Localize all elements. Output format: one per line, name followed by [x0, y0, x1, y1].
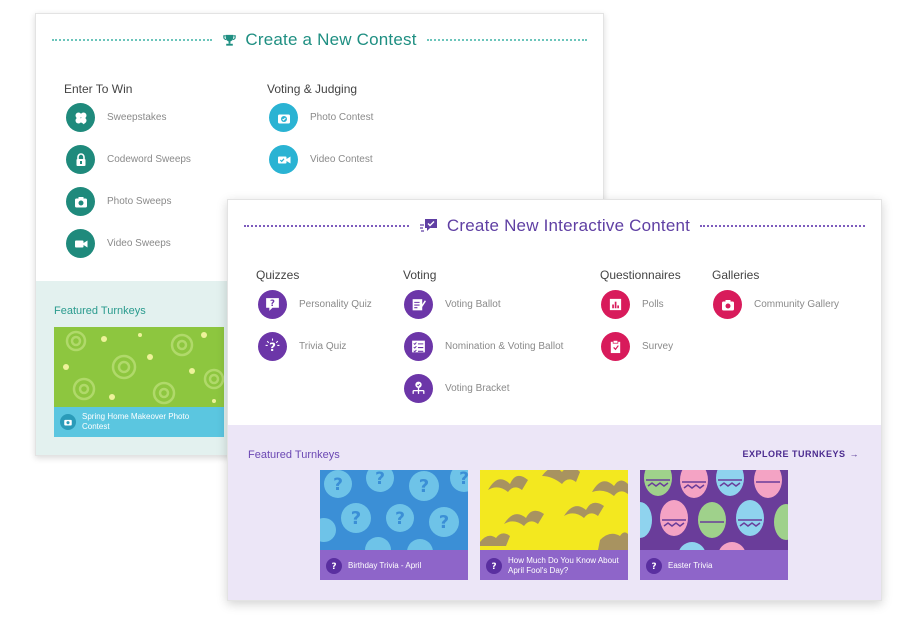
- turnkey-title: Easter Trivia: [668, 560, 713, 570]
- contest-option-video-sweeps[interactable]: Video Sweeps: [66, 229, 171, 258]
- clipboard-icon: [601, 332, 630, 361]
- contest-option-video-contest[interactable]: Video Contest: [269, 145, 373, 174]
- turnkey-caption: ? Easter Trivia: [640, 550, 788, 580]
- contest-card-header: Create a New Contest: [52, 30, 587, 50]
- interactive-card-title-text: Create New Interactive Content: [446, 216, 691, 235]
- trophy-icon: [223, 34, 237, 46]
- camera-icon: [66, 187, 95, 216]
- divider-left: [244, 225, 409, 227]
- contest-option-sweepstakes[interactable]: Sweepstakes: [66, 103, 166, 132]
- content-option-label: Nomination & Voting Ballot: [445, 341, 564, 352]
- column-heading-galleries: Galleries: [712, 268, 760, 282]
- ballot-icon: [404, 290, 433, 319]
- content-option-community-gallery[interactable]: Community Gallery: [713, 290, 839, 319]
- content-option-survey[interactable]: Survey: [601, 332, 673, 361]
- divider-right: [700, 225, 866, 227]
- camera-icon: [713, 290, 742, 319]
- content-option-nomination-voting-ballot[interactable]: Nomination & Voting Ballot: [404, 332, 563, 361]
- arrow-right-icon: →: [849, 449, 859, 459]
- turnkey-title: How Much Do You Know About April Fool's …: [508, 555, 619, 575]
- column-heading-voting-judging: Voting & Judging: [267, 82, 358, 96]
- column-heading-voting: Voting: [403, 268, 437, 282]
- turnkey-card-april-fools[interactable]: ? How Much Do You Know About April Fool'…: [480, 470, 628, 580]
- clover-icon: [66, 103, 95, 132]
- content-option-trivia-quiz[interactable]: ? Trivia Quiz: [258, 332, 346, 361]
- svg-text:?: ?: [419, 476, 429, 497]
- camera-icon: [60, 414, 76, 430]
- explore-turnkeys-label: EXPLORE TURNKEYS: [742, 449, 846, 459]
- question-icon: ?: [326, 557, 342, 574]
- turnkey-pattern-image: [54, 327, 224, 407]
- question-bubble-icon: ?: [258, 290, 287, 319]
- svg-text:?: ?: [375, 470, 385, 489]
- contest-card-title: Create a New Contest: [212, 30, 426, 50]
- contest-option-label: Photo Contest: [310, 112, 374, 123]
- chat-check-icon: [419, 219, 437, 232]
- content-option-label: Voting Bracket: [445, 383, 510, 394]
- svg-text:?: ?: [459, 470, 468, 489]
- content-option-label: Personality Quiz: [299, 299, 372, 310]
- divider-left: [52, 39, 213, 41]
- bar-chart-icon: [601, 290, 630, 319]
- divider-right: [426, 39, 587, 41]
- svg-text:?: ?: [331, 562, 336, 571]
- video-check-icon: [269, 145, 298, 174]
- turnkey-pattern-image: [640, 470, 788, 550]
- content-option-label: Trivia Quiz: [299, 341, 347, 352]
- content-option-voting-ballot[interactable]: Voting Ballot: [404, 290, 501, 319]
- turnkey-card-spring-home-makeover[interactable]: Spring Home Makeover Photo Contest: [54, 327, 224, 437]
- content-option-label: Polls: [642, 299, 664, 310]
- contest-option-label: Codeword Sweeps: [107, 154, 191, 165]
- contest-card-title-text: Create a New Contest: [245, 30, 417, 49]
- interactive-featured-section: Featured Turnkeys EXPLORE TURNKEYS → ???…: [228, 425, 881, 600]
- interactive-card-header: Create New Interactive Content: [244, 216, 866, 236]
- camera-check-icon: [269, 103, 298, 132]
- question-icon: ?: [646, 557, 662, 574]
- svg-text:?: ?: [395, 509, 405, 529]
- content-option-label: Voting Ballot: [445, 299, 501, 310]
- content-option-label: Community Gallery: [754, 299, 840, 310]
- turnkey-caption: Spring Home Makeover Photo Contest: [54, 407, 224, 437]
- video-camera-icon: [66, 229, 95, 258]
- content-option-voting-bracket[interactable]: Voting Bracket: [404, 374, 509, 403]
- content-option-label: Survey: [642, 341, 674, 352]
- checklist-icon: [404, 332, 433, 361]
- contest-option-photo-contest[interactable]: Photo Contest: [269, 103, 373, 132]
- content-option-polls[interactable]: Polls: [601, 290, 664, 319]
- turnkey-card-easter-trivia[interactable]: ? Easter Trivia: [640, 470, 788, 580]
- turnkey-pattern-image: [480, 470, 628, 550]
- svg-text:?: ?: [270, 299, 275, 309]
- content-option-personality-quiz[interactable]: ? Personality Quiz: [258, 290, 372, 319]
- question-icon: ?: [486, 557, 502, 574]
- bracket-icon: [404, 374, 433, 403]
- svg-text:?: ?: [651, 562, 656, 571]
- column-heading-enter-to-win: Enter To Win: [64, 82, 133, 96]
- contest-option-label: Photo Sweeps: [107, 196, 172, 207]
- svg-text:?: ?: [333, 475, 343, 495]
- contest-option-codeword-sweeps[interactable]: Codeword Sweeps: [66, 145, 191, 174]
- contest-option-label: Video Sweeps: [107, 238, 171, 249]
- turnkey-caption: ? Birthday Trivia - April: [320, 550, 468, 580]
- interactive-card-title: Create New Interactive Content: [409, 216, 700, 236]
- svg-text:?: ?: [269, 340, 276, 354]
- featured-turnkeys-label: Featured Turnkeys: [54, 305, 146, 317]
- turnkey-pattern-image: ???? ???: [320, 470, 468, 550]
- column-heading-quizzes: Quizzes: [256, 268, 300, 282]
- column-heading-questionnaires: Questionnaires: [600, 268, 681, 282]
- contest-option-label: Sweepstakes: [107, 112, 167, 123]
- svg-text:?: ?: [351, 508, 361, 529]
- interactive-content-card: Create New Interactive Content Quizzes V…: [227, 199, 882, 601]
- contest-option-photo-sweeps[interactable]: Photo Sweeps: [66, 187, 172, 216]
- explore-turnkeys-link[interactable]: EXPLORE TURNKEYS →: [742, 449, 859, 459]
- featured-turnkeys-label: Featured Turnkeys: [248, 449, 340, 461]
- lock-icon: [66, 145, 95, 174]
- contest-option-label: Video Contest: [310, 154, 373, 165]
- svg-text:?: ?: [491, 562, 496, 571]
- turnkey-caption: ? How Much Do You Know About April Fool'…: [480, 550, 628, 580]
- lightbulb-icon: ?: [258, 332, 287, 361]
- turnkey-title: Birthday Trivia - April: [348, 560, 422, 570]
- turnkey-card-birthday-trivia[interactable]: ???? ??? ? Birthday Trivia - April: [320, 470, 468, 580]
- svg-text:?: ?: [439, 512, 449, 533]
- turnkey-title: Spring Home Makeover Photo Contest: [82, 412, 190, 431]
